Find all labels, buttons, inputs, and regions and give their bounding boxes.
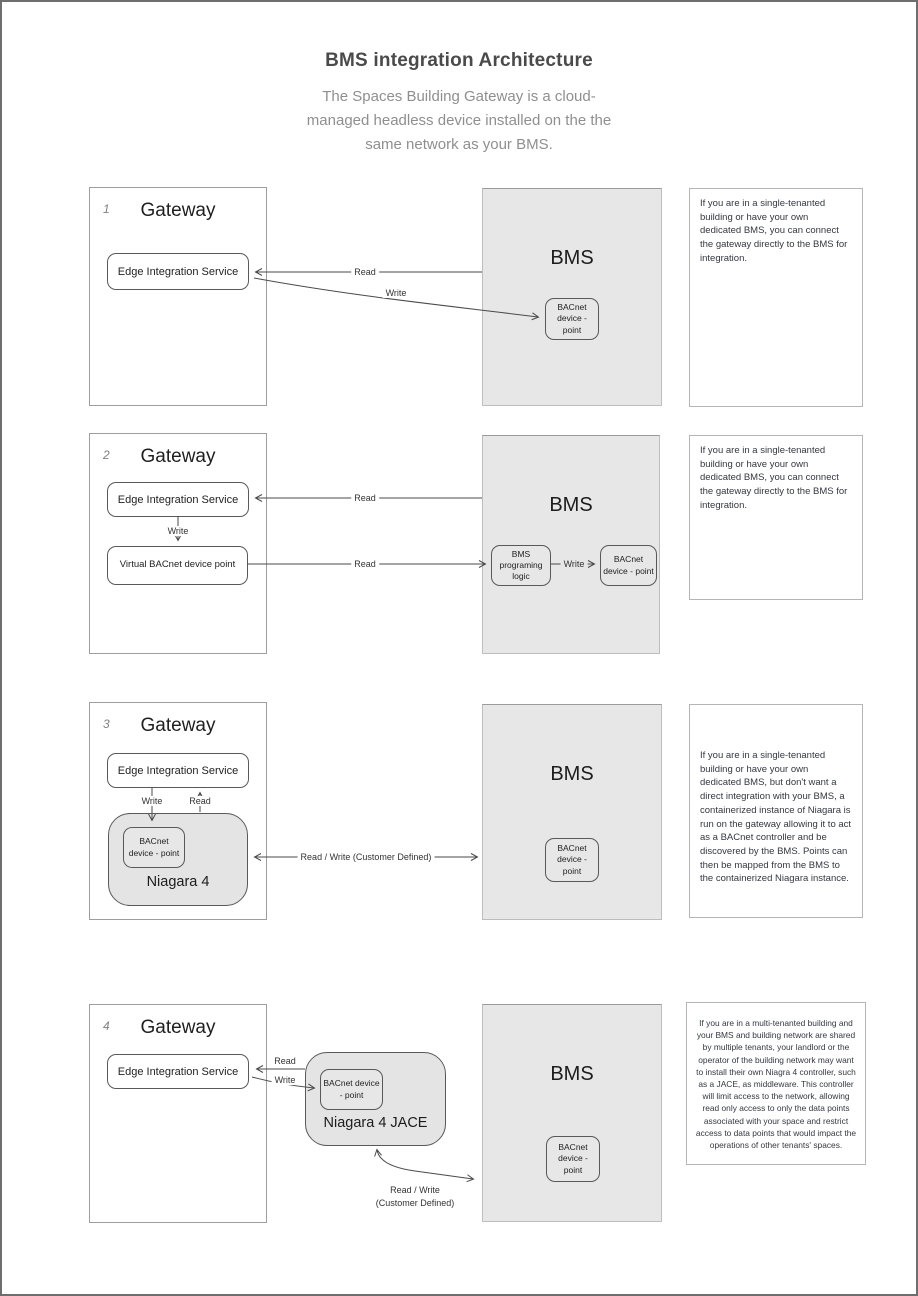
gateway-box: 2 Gateway Edge Integration Service Virtu… <box>89 433 267 654</box>
niagara-jace-box: BACnet device - point Niagara 4 JACE <box>305 1052 446 1146</box>
gateway-title: Gateway <box>140 446 216 467</box>
bms-title: BMS <box>550 1063 594 1085</box>
gateway-title: Gateway <box>140 200 216 221</box>
bms-box: BMS BACnet device - point <box>482 1004 662 1222</box>
bacnet-device-point-pill: BACnet device - point <box>320 1069 383 1110</box>
subtitle-line: same network as your BMS. <box>365 136 553 153</box>
write-arrow-label: Write <box>382 288 410 298</box>
bms-box: BMS BACnet device - point <box>482 704 662 920</box>
note-text: If you are in a single-tenanted building… <box>700 445 848 511</box>
note-box: If you are in a multi-tenanted building … <box>686 1002 866 1165</box>
row-number: 1 <box>103 202 110 216</box>
row-number: 3 <box>103 717 110 731</box>
bms-programming-logic-pill: BMS programing logic <box>491 545 551 586</box>
note-box: If you are in a single-tenanted building… <box>689 704 863 918</box>
gateway-box: 1 Gateway Edge Integration Service <box>89 187 267 406</box>
subtitle-line: managed headless device installed on the… <box>306 112 612 129</box>
read-arrow-label: Read <box>186 796 214 806</box>
write-arrow-label: Write <box>164 526 192 536</box>
row-number: 2 <box>103 448 110 462</box>
niagara-jace-label: Niagara 4 JACE <box>323 1115 428 1131</box>
note-box: If you are in a single-tenanted building… <box>689 188 863 407</box>
read-arrow-label: Read <box>351 493 379 503</box>
page-title: BMS integration Architecture <box>325 50 593 71</box>
edge-integration-service-pill: Edge Integration Service <box>107 753 249 788</box>
read-write-arrow-label: Read / Write (Customer Defined) <box>297 852 435 862</box>
bms-box: BMS BMS programing logic BACnet device -… <box>482 435 660 654</box>
virtual-bacnet-point-pill: Virtual BACnet device point <box>107 546 248 585</box>
read-arrow-label: Read <box>351 267 379 277</box>
niagara-box: BACnet device - point Niagara 4 <box>108 813 248 906</box>
read-write-arrow-label: (Customer Defined) <box>372 1198 458 1208</box>
note-text: If you are in a single-tenanted building… <box>700 750 852 885</box>
gateway-box: 4 Gateway Edge Integration Service <box>89 1004 267 1223</box>
gateway-title: Gateway <box>140 715 216 736</box>
bms-title: BMS <box>550 247 594 269</box>
edge-integration-service-pill: Edge Integration Service <box>107 1054 249 1089</box>
bacnet-device-point-pill: BACnet device - point <box>600 545 657 586</box>
subtitle-line: The Spaces Building Gateway is a cloud- <box>322 88 596 105</box>
page-subtitle: The Spaces Building Gateway is a cloud- … <box>2 85 916 157</box>
note-box: If you are in a single-tenanted building… <box>689 435 863 600</box>
bms-box: BMS BACnet device - point <box>482 188 662 406</box>
bacnet-device-point-pill: BACnet device - point <box>545 298 599 340</box>
bacnet-device-point-pill: BACnet device - point <box>545 838 599 882</box>
write-arrow-label: Write <box>138 796 166 806</box>
bacnet-device-point-pill: BACnet device - point <box>123 827 185 868</box>
write-arrow-label: Write <box>560 559 588 569</box>
read-write-arrow-label: Read / Write <box>387 1185 443 1195</box>
bms-title: BMS <box>550 763 594 785</box>
edge-integration-service-pill: Edge Integration Service <box>107 253 249 290</box>
read-arrow-label: Read <box>271 1056 299 1066</box>
write-arrow-label: Write <box>271 1075 299 1085</box>
note-text: If you are in a multi-tenanted building … <box>695 1018 857 1151</box>
edge-integration-service-pill: Edge Integration Service <box>107 482 249 517</box>
note-text: If you are in a single-tenanted building… <box>700 198 848 264</box>
gateway-box: 3 Gateway Edge Integration Service BACne… <box>89 702 267 920</box>
row-number: 4 <box>103 1019 110 1033</box>
bacnet-device-point-pill: BACnet device - point <box>546 1136 600 1182</box>
gateway-title: Gateway <box>140 1017 216 1038</box>
bms-title: BMS <box>549 494 593 516</box>
niagara-label: Niagara 4 <box>146 874 210 890</box>
read-arrow-label: Read <box>351 559 379 569</box>
